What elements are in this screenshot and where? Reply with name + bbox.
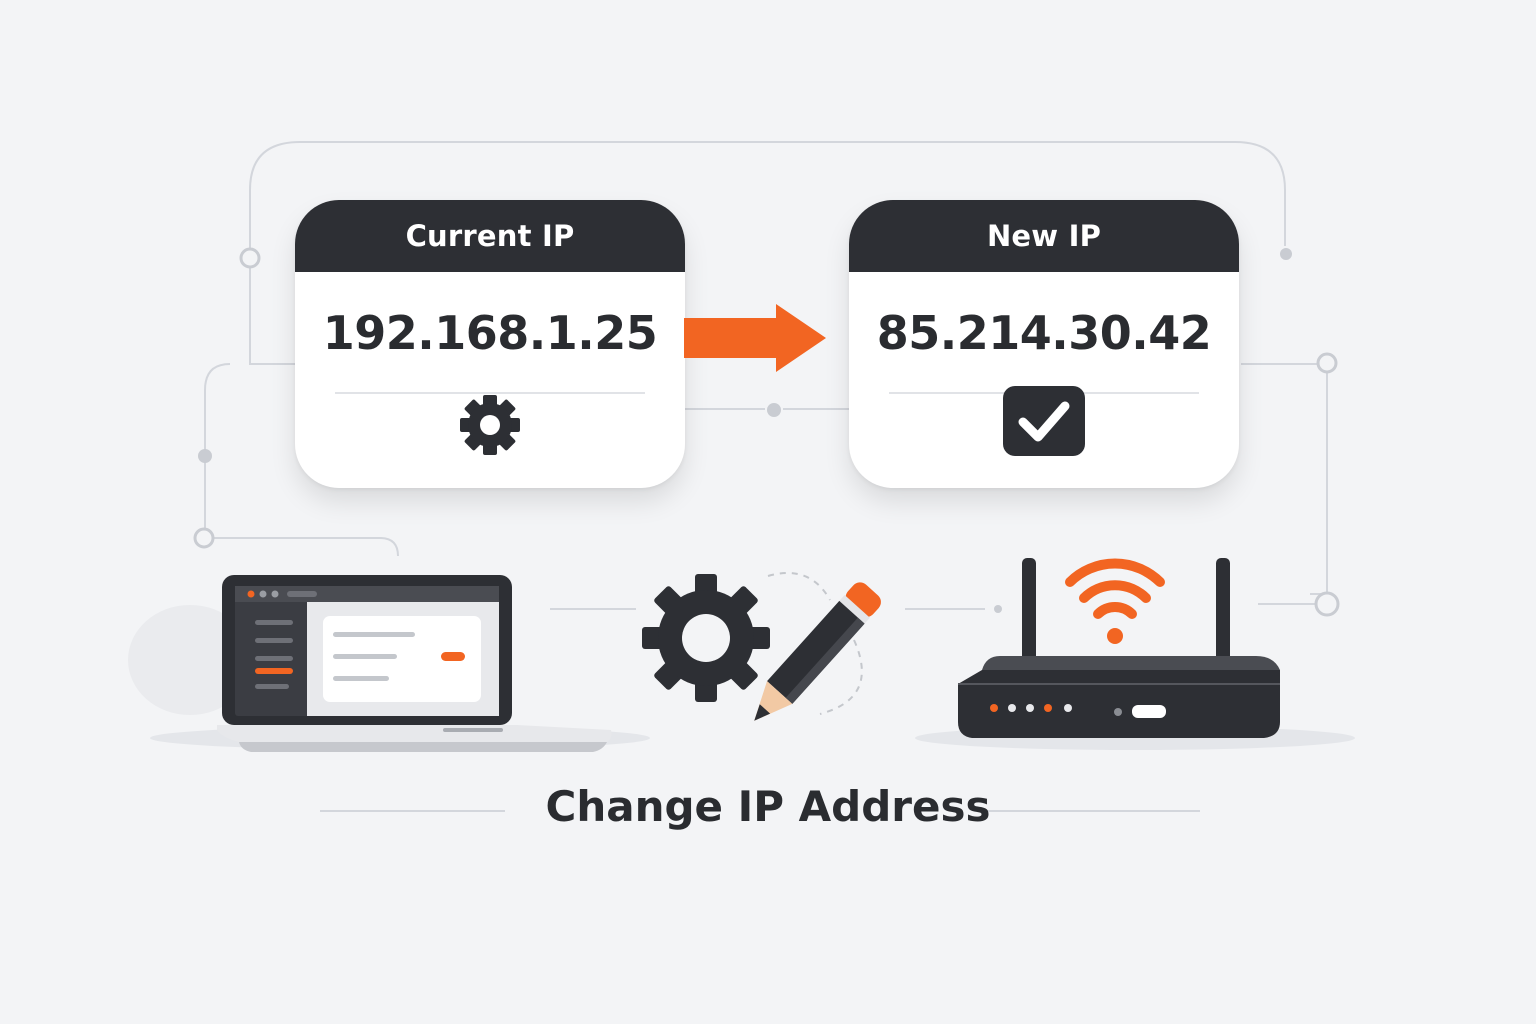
gear-icon xyxy=(455,390,525,464)
laptop-icon xyxy=(217,575,612,752)
gear-pencil-icon xyxy=(642,572,881,721)
diagram-title: Change IP Address xyxy=(545,782,991,831)
current-ip-card: Current IP 192.168.1.25 xyxy=(295,200,685,488)
new-ip-label: New IP xyxy=(849,200,1239,272)
new-ip-card: New IP 85.214.30.42 xyxy=(849,200,1239,488)
checkbox-check-icon xyxy=(999,382,1089,464)
current-ip-label: Current IP xyxy=(295,200,685,272)
card-divider xyxy=(335,392,645,394)
arrow-right-icon xyxy=(684,304,826,372)
wifi-router-icon xyxy=(958,558,1280,738)
current-ip-address: 192.168.1.25 xyxy=(322,306,658,360)
new-ip-address: 85.214.30.42 xyxy=(876,306,1212,360)
